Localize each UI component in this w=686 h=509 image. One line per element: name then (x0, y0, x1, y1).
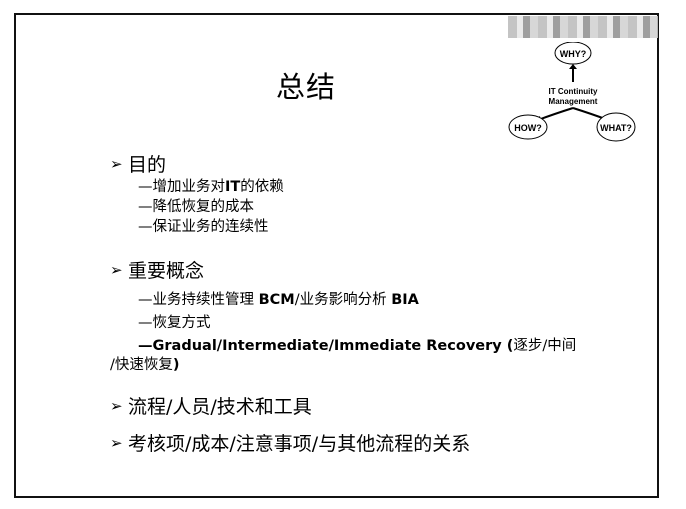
bullet-label: 考核项/成本/注意事项/与其他流程的关系 (128, 433, 471, 455)
purpose-item-3: —保证业务的连续性 (138, 219, 269, 235)
concept-item-3: —Gradual/Intermediate/Immediate Recovery… (138, 338, 577, 354)
purpose-items: —增加业务对IT的依赖 —降低恢复的成本 —保证业务的连续性 (138, 177, 284, 237)
what-ellipse (596, 112, 636, 142)
bullet-arrow-icon: ➢ (110, 155, 123, 173)
concept-item-2: —恢复方式 (138, 315, 211, 331)
it-continuity-diagram: WHY? IT Continuity Management HOW? WHAT? (508, 42, 636, 142)
bullet-label: 重要概念 (128, 260, 205, 282)
how-label: HOW? (514, 123, 542, 133)
slide-title: 总结 (276, 70, 337, 104)
purpose-item-2: —降低恢复的成本 (138, 199, 254, 215)
concept-item-1: —业务持续性管理 BCM/业务影响分析 BIA (138, 292, 419, 308)
bullet-process: ➢ 流程/人员/技术和工具 (110, 392, 312, 419)
what-label: WHAT? (600, 123, 632, 133)
center-label-1: IT Continuity (549, 87, 598, 96)
bullet-key-concepts: ➢ 重要概念 (110, 256, 204, 283)
left-arrow-line (537, 107, 574, 121)
bullet-label: 目的 (128, 154, 167, 176)
purpose-item-1: —增加业务对IT的依赖 (138, 179, 284, 195)
bullet-assessment: ➢ 考核项/成本/注意事项/与其他流程的关系 (110, 429, 470, 456)
how-ellipse (508, 114, 548, 140)
up-arrow-head (569, 64, 577, 69)
bullet-label: 流程/人员/技术和工具 (128, 396, 312, 418)
bullet-arrow-icon: ➢ (110, 261, 123, 279)
blurred-logo (508, 16, 658, 38)
concept-item-3-cont: /快速恢复) (110, 357, 180, 373)
bullet-purpose: ➢ 目的 (110, 150, 166, 177)
why-label: WHY? (560, 49, 587, 59)
slide-frame (14, 13, 659, 498)
center-label-2: Management (549, 97, 598, 106)
bullet-arrow-icon: ➢ (110, 397, 123, 415)
bullet-arrow-icon: ➢ (110, 434, 123, 452)
concept-items: —业务持续性管理 BCM/业务影响分析 BIA —恢复方式 —Gradual/I… (138, 289, 608, 358)
